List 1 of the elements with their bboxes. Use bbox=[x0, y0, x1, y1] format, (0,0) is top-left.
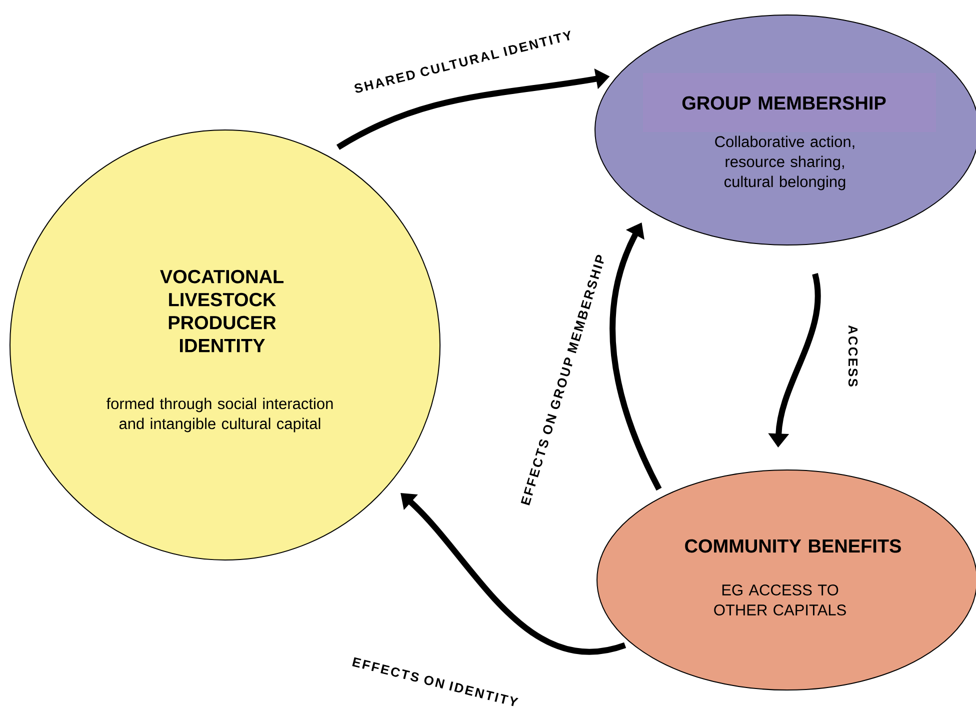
edge-label: ACCESS bbox=[848, 325, 858, 386]
